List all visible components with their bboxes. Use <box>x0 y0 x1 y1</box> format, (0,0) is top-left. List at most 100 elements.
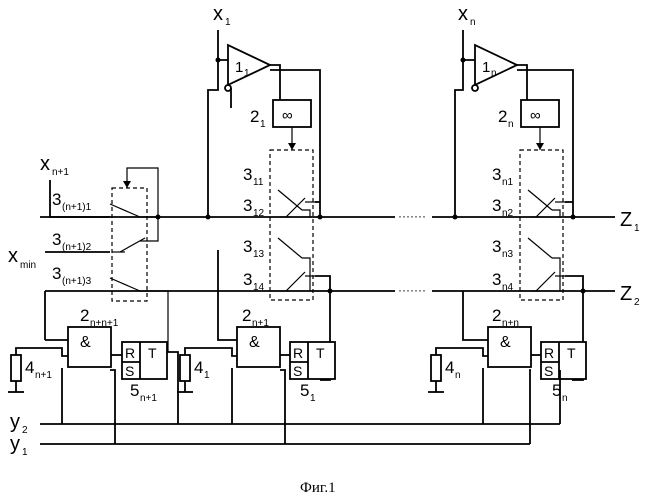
generator-1-symbol: ∞ <box>282 107 293 124</box>
label-gen-n: 2 n <box>498 107 514 130</box>
label-switch-n3: 3 n3 <box>492 237 514 260</box>
svg-text:1: 1 <box>482 59 490 76</box>
switch-n1-3 <box>110 278 168 352</box>
svg-text:3: 3 <box>243 270 252 289</box>
svg-text:2: 2 <box>498 107 507 126</box>
switch-group-1 <box>270 150 313 300</box>
bus-ellipsis-top: ······· <box>398 209 426 223</box>
label-xn: x n <box>458 3 476 28</box>
label-y1: y 1 <box>10 433 28 458</box>
svg-text:4: 4 <box>194 358 203 377</box>
svg-text:2: 2 <box>250 107 259 126</box>
and-gate-n1-symbol: & <box>80 334 91 351</box>
svg-text:n1: n1 <box>502 177 514 188</box>
resistor-n1 <box>11 355 21 381</box>
svg-text:13: 13 <box>253 249 265 260</box>
svg-text:2: 2 <box>634 297 640 308</box>
svg-text:n: n <box>470 17 476 28</box>
label-switch-n1: 3 n1 <box>492 165 514 188</box>
svg-text:x: x <box>458 3 468 25</box>
svg-text:5: 5 <box>300 381 309 400</box>
resistor-n <box>431 355 441 381</box>
trigger-n1-r: R <box>125 345 135 361</box>
svg-text:x: x <box>213 3 223 25</box>
svg-text:n+n: n+n <box>502 318 519 329</box>
trigger-n1-t: T <box>148 345 157 361</box>
svg-text:y: y <box>10 411 20 433</box>
svg-text:11: 11 <box>253 177 264 188</box>
resistor-1 <box>180 355 190 381</box>
label-switch-12: 3 12 <box>243 196 265 219</box>
svg-text:1: 1 <box>22 447 28 458</box>
svg-text:3: 3 <box>492 196 501 215</box>
svg-text:1: 1 <box>260 119 266 130</box>
svg-text:2: 2 <box>22 425 28 436</box>
svg-text:n+1: n+1 <box>52 167 69 178</box>
label-trig-1: 5 1 <box>300 381 316 404</box>
label-res-n: 4 n <box>445 358 461 381</box>
svg-text:x: x <box>8 245 18 267</box>
svg-text:Z: Z <box>620 209 632 231</box>
svg-text:n2: n2 <box>502 208 514 219</box>
label-res-1: 4 1 <box>194 358 210 381</box>
label-and-1: 2 n+1 <box>242 306 269 329</box>
svg-text:n+1: n+1 <box>140 393 157 404</box>
generator-n-symbol: ∞ <box>530 107 541 124</box>
svg-text:3: 3 <box>243 196 252 215</box>
svg-text:n4: n4 <box>502 282 514 293</box>
svg-text:(n+1)2: (n+1)2 <box>62 242 92 253</box>
svg-text:(n+1)3: (n+1)3 <box>62 276 92 287</box>
label-res-n1: 4 n+1 <box>25 358 52 381</box>
svg-text:4: 4 <box>445 358 454 377</box>
label-switch-n1-3: 3 (n+1)3 <box>52 264 92 287</box>
label-switch-n1-2: 3 (n+1)2 <box>52 230 92 253</box>
svg-text:3: 3 <box>492 237 501 256</box>
svg-text:1: 1 <box>225 17 231 28</box>
svg-text:n+1: n+1 <box>252 318 269 329</box>
trigger-n-s: S <box>544 363 553 379</box>
svg-text:1: 1 <box>310 393 316 404</box>
svg-text:1: 1 <box>235 59 243 76</box>
svg-text:3: 3 <box>243 237 252 256</box>
svg-text:min: min <box>20 260 36 271</box>
label-xmin: x min <box>8 245 36 271</box>
label-switch-13: 3 13 <box>243 237 265 260</box>
trigger-n1-s: S <box>125 363 134 379</box>
svg-text:n3: n3 <box>502 249 514 260</box>
label-z2: Z 2 <box>620 283 640 308</box>
svg-text:n: n <box>455 370 461 381</box>
label-switch-n2: 3 n2 <box>492 196 514 219</box>
label-x1: x 1 <box>213 3 231 28</box>
svg-text:3: 3 <box>492 270 501 289</box>
svg-text:2: 2 <box>242 306 251 325</box>
switch-group-n1 <box>112 188 147 301</box>
switch-n1 <box>528 190 560 217</box>
trigger-1-t: T <box>316 345 325 361</box>
svg-text:5: 5 <box>552 381 561 400</box>
svg-text:y: y <box>10 433 20 455</box>
switch-n1-2 <box>112 217 158 252</box>
figure-caption: Фиг.1 <box>300 480 336 496</box>
label-gen-1: 2 1 <box>250 107 266 130</box>
svg-text:14: 14 <box>253 282 265 293</box>
svg-text:n: n <box>562 393 568 404</box>
label-switch-n4: 3 n4 <box>492 270 514 293</box>
svg-text:3: 3 <box>52 230 61 249</box>
svg-text:n: n <box>508 119 514 130</box>
svg-text:n+1: n+1 <box>35 370 52 381</box>
svg-text:1: 1 <box>634 223 640 234</box>
svg-text:(n+1)1: (n+1)1 <box>62 202 92 213</box>
svg-text:2: 2 <box>492 306 501 325</box>
svg-text:x: x <box>40 153 50 175</box>
svg-text:n+n+1: n+n+1 <box>90 318 119 329</box>
switch-n1-1 <box>110 204 158 217</box>
svg-text:3: 3 <box>52 190 61 209</box>
svg-text:5: 5 <box>130 381 139 400</box>
trigger-n-r: R <box>544 345 554 361</box>
svg-text:3: 3 <box>52 264 61 283</box>
svg-text:Z: Z <box>620 283 632 305</box>
svg-text:3: 3 <box>492 165 501 184</box>
and-gate-n-symbol: & <box>500 334 511 351</box>
bus-ellipsis-bottom: ······· <box>398 283 426 297</box>
